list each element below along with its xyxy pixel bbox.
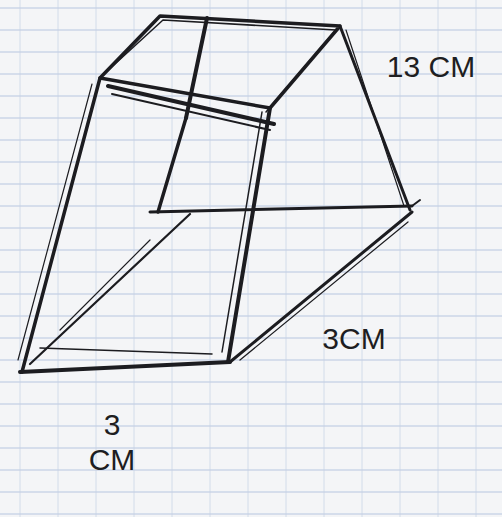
prism-sketch bbox=[18, 16, 420, 372]
dimension-label: 3CM bbox=[298, 322, 410, 357]
grid-lines bbox=[0, 8, 502, 514]
dimension-label: 13 CM bbox=[364, 50, 498, 85]
dimension-label: 3 CM bbox=[82, 408, 142, 477]
